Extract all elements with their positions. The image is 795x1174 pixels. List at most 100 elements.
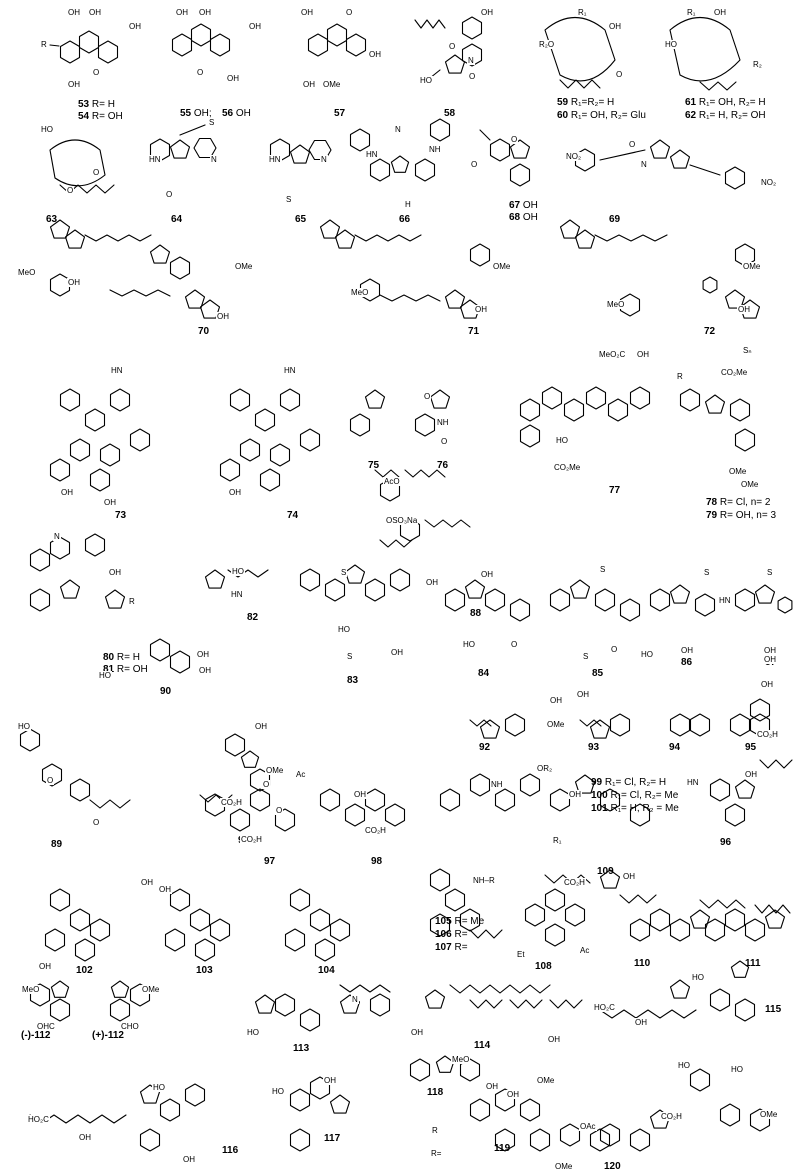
bond-path	[109, 998, 131, 1022]
bond-path	[724, 166, 746, 190]
atom-label: N	[53, 532, 61, 541]
caption-73: 73	[115, 510, 127, 521]
bond-path	[519, 1098, 541, 1122]
atom-label: R	[40, 40, 48, 49]
bond-path	[444, 888, 466, 912]
bond-path	[594, 588, 616, 612]
caption-93: 93	[588, 742, 600, 753]
bond-path	[409, 1058, 431, 1082]
atom-label: HO₂C	[27, 1115, 50, 1124]
bond-path	[329, 918, 351, 942]
atom-label: HN	[686, 778, 700, 787]
atom-label: NH	[428, 145, 442, 154]
bond-path	[164, 928, 186, 952]
bond-path	[319, 219, 341, 239]
atom-label: HN	[718, 596, 732, 605]
caption-106: 106 R=	[435, 929, 468, 940]
caption-55: 55 OH;	[180, 108, 212, 119]
bond-path	[759, 759, 793, 769]
atom-label: HN	[230, 590, 244, 599]
bond-path	[49, 139, 106, 187]
bond-path	[429, 868, 451, 892]
bond-path	[469, 719, 492, 727]
atom-label: OMe	[742, 262, 762, 271]
atom-label: HO	[419, 76, 433, 85]
bond-path	[309, 908, 331, 932]
atom-label: OH	[480, 570, 494, 579]
atom-label: R=	[430, 1149, 443, 1158]
bond-path	[599, 1123, 621, 1147]
caption-108: 108	[535, 961, 552, 972]
caption-100: 100 R₁= Cl, R₂= Me	[591, 790, 679, 801]
caption-97: 97	[264, 856, 276, 867]
bond-path	[104, 589, 126, 609]
atom-label: O	[275, 806, 284, 815]
bond-path	[702, 276, 718, 294]
caption-76: 76	[437, 460, 449, 471]
bond-path	[544, 17, 616, 82]
bond-path	[689, 909, 711, 929]
bond-path	[109, 289, 171, 297]
bond-path	[444, 54, 466, 74]
caption-96: 96	[720, 837, 732, 848]
atom-label: OH	[103, 498, 117, 507]
bond-path	[374, 469, 400, 478]
bond-path	[563, 398, 585, 422]
bond-path	[289, 1088, 311, 1112]
bond-path	[97, 40, 119, 64]
bond-path	[629, 918, 651, 942]
bond-path	[429, 118, 451, 142]
bond-path	[564, 903, 586, 927]
bond-path	[494, 1128, 516, 1152]
caption-114: 114	[474, 1040, 491, 1051]
bond-path	[49, 44, 60, 47]
atom-label: OH	[88, 8, 102, 17]
bond-path	[159, 1098, 181, 1122]
bond-path	[579, 719, 602, 727]
bond-path	[171, 33, 193, 57]
caption-110: 110	[634, 958, 651, 969]
atom-label: OH	[228, 488, 242, 497]
bond-path	[519, 424, 541, 448]
atom-label: HN	[283, 366, 297, 375]
atom-label: CO₂Me	[553, 463, 582, 472]
atom-label: OH	[576, 690, 590, 699]
atom-label: MeO	[21, 985, 41, 994]
bond-path	[724, 908, 746, 932]
bond-path	[754, 904, 791, 914]
bond-path	[109, 388, 131, 412]
bond-path	[229, 808, 251, 832]
atom-label: MeO	[17, 268, 37, 277]
caption-102: 102	[76, 965, 93, 976]
atom-label: OH	[140, 878, 154, 887]
bond-path	[599, 869, 621, 889]
bond-path	[444, 588, 466, 612]
bond-path	[308, 139, 332, 161]
bond-path	[169, 139, 191, 159]
atom-label: MeO₂C	[598, 350, 627, 359]
bond-path	[719, 1103, 741, 1127]
atom-label: HO	[40, 125, 54, 134]
bond-path	[424, 519, 471, 528]
bond-path	[699, 81, 737, 91]
bond-path	[29, 548, 51, 572]
bond-path	[369, 158, 391, 182]
caption-103: 103	[196, 965, 213, 976]
bond-path	[607, 398, 629, 422]
atom-label: NO₂	[565, 152, 583, 161]
atom-label: OMe	[546, 720, 566, 729]
atom-label: R	[431, 1126, 439, 1135]
bond-path	[589, 1128, 611, 1152]
bond-path	[259, 468, 281, 492]
bond-path	[629, 1128, 651, 1152]
bond-path	[49, 458, 71, 482]
atom-label: N	[320, 155, 328, 164]
atom-label: HO	[231, 567, 245, 576]
bond-path	[289, 144, 311, 164]
bond-path	[569, 579, 591, 599]
bond-path	[469, 1098, 491, 1122]
atom-label: O	[66, 186, 75, 195]
bond-path	[339, 984, 391, 993]
atom-label: HN	[110, 366, 124, 375]
atom-label: OH	[353, 790, 367, 799]
